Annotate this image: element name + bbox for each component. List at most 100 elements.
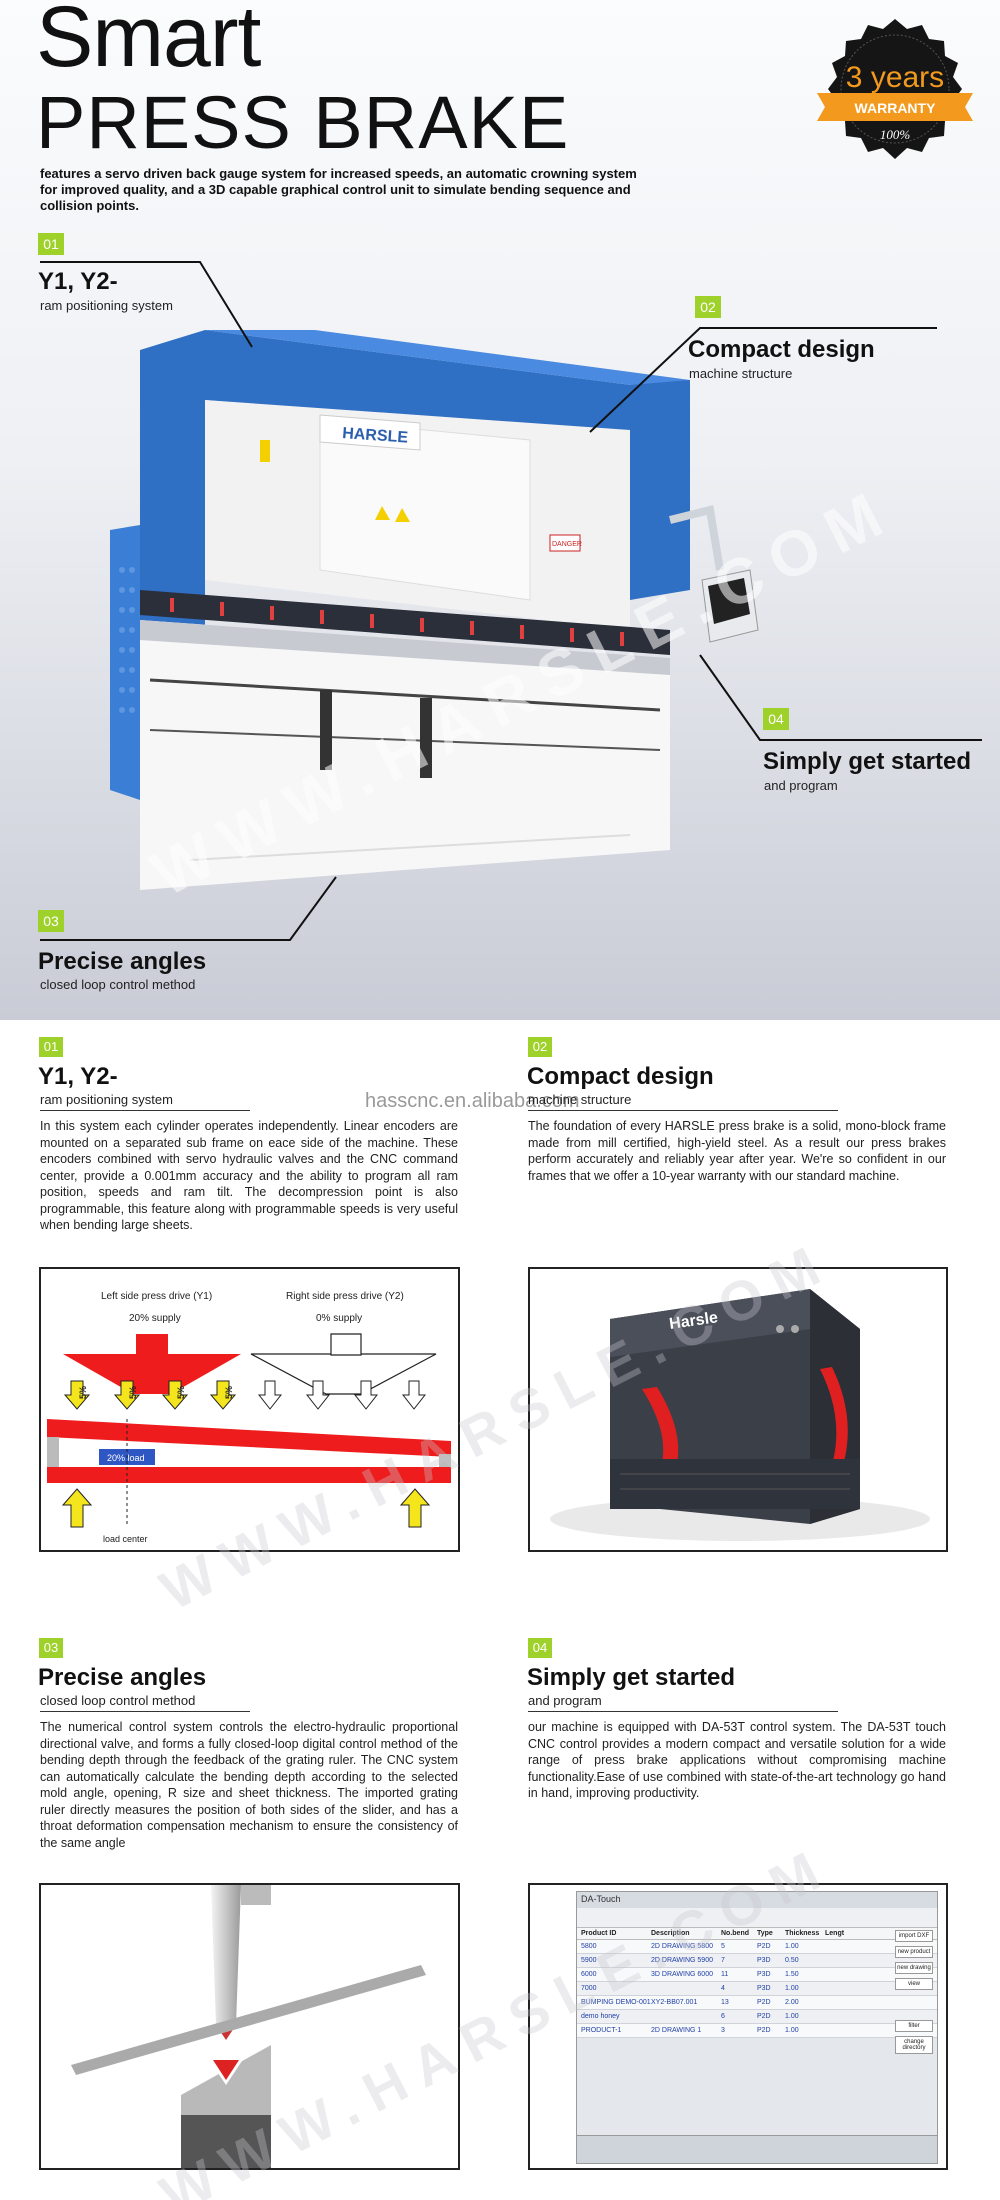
cnc-table-cell: PRODUCT-1 [581,2027,622,2034]
machine-warning-label: DANGER [552,541,582,548]
right-supply-arrow [250,1353,437,1395]
cnc-side-button[interactable]: import DXF [895,1930,933,1942]
hero-title-line2: PRESS BRAKE [36,81,570,164]
cnc-table-cell: 7000 [581,1985,597,1992]
badge-ribbon: WARRANTY [855,100,937,116]
diagram-left-supply: 20% supply [129,1313,181,1324]
cnc-table-cell: 13 [721,1999,729,2006]
section-03-title: Precise angles [38,1664,207,1691]
callout-sub-01: ram positioning system [40,298,173,313]
section-02-number: 02 [528,1037,552,1057]
badge-years: 3 years [846,61,944,94]
callout-number-02: 02 [695,296,721,318]
cnc-screen-title: DA-Touch [577,1892,937,1908]
hero-section: Smart PRESS BRAKE features a servo drive… [0,0,1000,1020]
callout-title-04: Simply get started [763,748,972,775]
cnc-table-cell: 1.00 [785,1943,799,1950]
cnc-side-button[interactable]: filter [895,2020,933,2032]
cnc-table-row[interactable]: demo honey 6 P2D 1.00 [577,2010,937,2024]
site-url-watermark: hasscnc.en.alibaba.com [365,1090,580,1112]
section-02-subtitle: machine structure [528,1092,838,1111]
cnc-table-row[interactable]: 6000 3D DRAWING 6000 11 P3D 1.50 [577,1968,937,1982]
cnc-table-cell: 6000 [581,1971,597,1978]
callout-number-04: 04 [763,708,789,730]
badge-seal [828,19,962,159]
cnc-side-button[interactable]: change directory [895,2036,933,2054]
callout-sub-02: machine structure [689,366,793,381]
section-01-title: Y1, Y2- [38,1063,118,1090]
cnc-table-cell: 1.00 [785,1985,799,1992]
cnc-table-cell: XY2-BB07.001 [651,1999,698,2006]
da-touch-screen-image: DA-Touch Product ID Description No.bend … [528,1883,948,2170]
col-description: Description [651,1930,690,1937]
diagram-pct-3: 5% [176,1386,186,1399]
cnc-table-cell: 5 [721,1943,725,1950]
cnc-table-cell: P3D [757,1985,771,1992]
section-02-body: The foundation of every HARSLE press bra… [528,1119,946,1183]
cnc-table-cell: 5900 [581,1957,597,1964]
cnc-side-button[interactable]: new product [895,1946,933,1958]
callout-title-03: Precise angles [38,948,207,975]
cnc-side-buttons: import DXF new product new drawing view filt… [895,1930,933,2058]
cnc-table-cell: 5800 [581,1943,597,1950]
col-nobend: No.bend [721,1930,749,1937]
cnc-table-cell: P2D [757,1999,771,2006]
section-04-body: our machine is equipped with DA-53T cont… [528,1720,946,1800]
cnc-table-cell: 0.50 [785,1957,799,1964]
col-type: Type [757,1930,773,1937]
cnc-table-cell: 1.00 [785,2013,799,2020]
cnc-table-cell: 6 [721,2013,725,2020]
diagram-load-center: load center [103,1534,148,1544]
cnc-table-cell: 7 [721,1957,725,1964]
section-04-title: Simply get started [527,1664,736,1691]
section-04-subtitle: and program [528,1693,838,1712]
cnc-table-cell: 3 [721,2027,725,2034]
diagram-right-supply: 0% supply [316,1313,362,1324]
callout-title-01: Y1, Y2- [38,268,118,295]
cnc-table-cell: demo honey [581,2013,620,2020]
cnc-side-button[interactable]: new drawing [895,1962,933,1974]
left-supply-arrow [63,1354,241,1394]
cnc-bottom-toolbar [577,2135,937,2163]
cnc-side-button[interactable]: view [895,1978,933,1990]
cnc-table-cell: 1.50 [785,1971,799,1978]
cnc-table-cell: P2D [757,2013,771,2020]
diagram-pct-2: 5% [128,1386,138,1399]
diagram-pct-4: 5% [224,1386,234,1399]
cnc-table-cell: P2D [757,2027,771,2034]
col-product-id: Product ID [581,1930,617,1937]
section-01-number: 01 [39,1037,63,1057]
callout-number-03: 03 [38,910,64,932]
cnc-table-cell: BUMPING DEMO-001 [581,1999,651,2006]
hero-title-line1: Smart [36,0,261,85]
cnc-table-cell: 2D DRAWING 5800 [651,1943,713,1950]
upper-beam [47,1419,451,1457]
cnc-table-cell: 11 [721,1971,729,1978]
hero-subtitle: features a servo driven back gauge syste… [40,166,637,213]
diagram-pct-1: 5% [78,1386,88,1399]
cnc-table-cell: P3D [757,1971,771,1978]
bending-tool-image [39,1883,460,2170]
cnc-table-cell: P3D [757,1957,771,1964]
cnc-table-cell: 2D DRAWING 1 [651,2027,702,2034]
press-drive-diagram: Left side press drive (Y1) 20% supply Ri… [39,1267,460,1552]
section-03-subtitle: closed loop control method [40,1693,250,1712]
cnc-table-cell: 3D DRAWING 6000 [651,1971,713,1978]
section-03-body: The numerical control system controls th… [40,1720,458,1850]
frame-brand-label: Harsle [668,1309,719,1333]
section-01-subtitle: ram positioning system [40,1092,250,1111]
section-03-number: 03 [39,1638,63,1658]
compact-frame-image: Harsle [528,1267,948,1552]
lower-beam [47,1467,451,1483]
machine-brand-label: HARSLE [342,425,409,447]
callout-sub-04: and program [764,778,838,793]
cnc-table-row[interactable]: 5900 2D DRAWING 5900 7 P3D 0.50 [577,1954,937,1968]
section-02-title: Compact design [527,1063,714,1090]
cnc-screen: DA-Touch Product ID Description No.bend … [576,1891,938,2164]
callout-title-02: Compact design [688,336,875,363]
cnc-table-cell: 2D DRAWING 5900 [651,1957,713,1964]
